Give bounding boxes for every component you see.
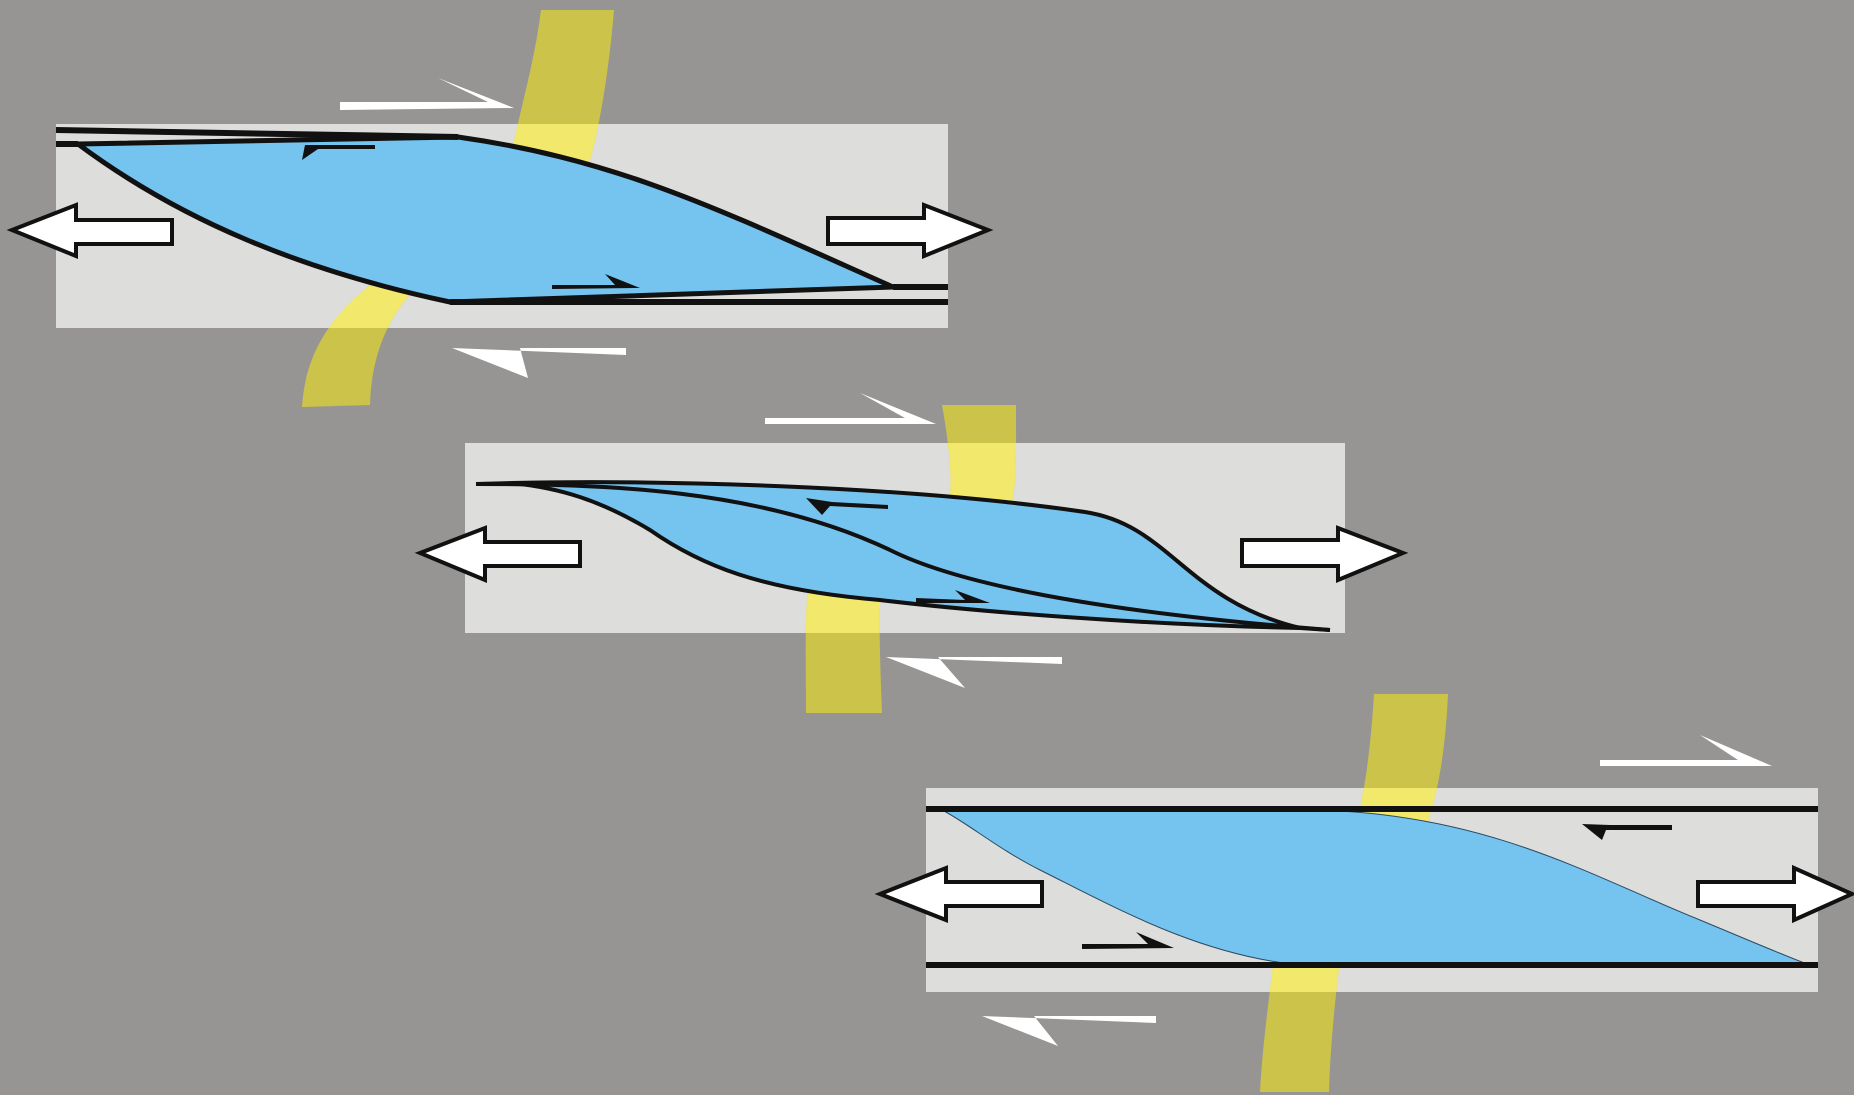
shear-half-arrow-icon [765,393,936,424]
panel-stage-3 [874,694,1854,1092]
extension-arrow-right-icon [1696,864,1854,924]
shear-half-arrow-icon [340,78,514,110]
shear-half-arrow-icon [552,274,640,289]
panel-stage-2 [414,393,1409,713]
shear-half-arrow-icon [886,657,1062,688]
shear-half-arrow-icon [1600,735,1772,766]
shear-half-arrow-icon [1082,932,1174,949]
basin-2 [511,480,1301,630]
shear-half-arrow-icon [982,1016,1156,1046]
basin-1 [70,134,895,305]
fault-2-inner [475,482,1331,632]
fault-1-top [55,127,459,140]
extension-arrow-right-icon [826,202,994,259]
shear-half-arrow-icon [1582,824,1672,840]
shear-half-arrow-icon [302,145,375,160]
shear-half-arrow-icon [916,590,990,603]
fault-2-right-tail [1299,626,1331,632]
panel-stage-1 [6,10,994,407]
fault-2-left-tail [475,481,513,486]
extension-arrow-left-icon [6,202,174,259]
shear-half-arrow-icon [452,348,626,378]
extension-arrow-left-icon [874,865,1044,923]
extension-arrow-left-icon [414,525,582,583]
extension-arrow-right-icon [1240,525,1409,583]
shear-half-arrow-icon [806,498,888,515]
